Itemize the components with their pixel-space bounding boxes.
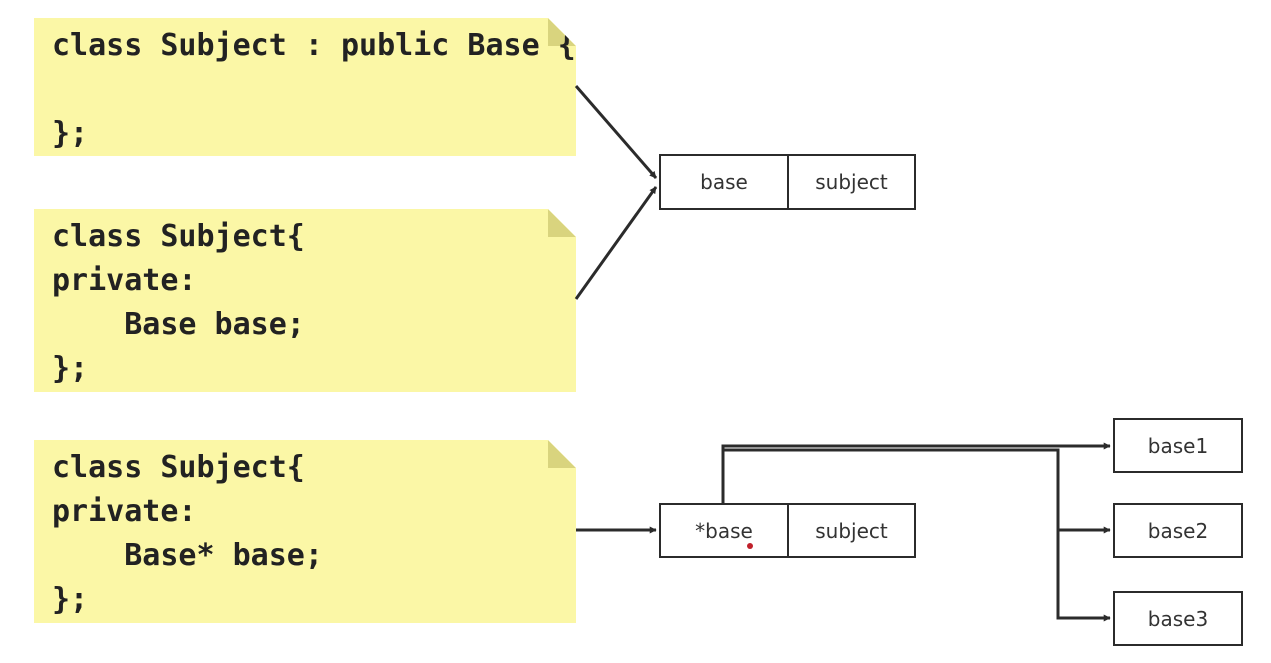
code-note-inheritance: class Subject : public Base { }; bbox=[34, 18, 576, 156]
code-note-composition: class Subject{ private: Base base; }; bbox=[34, 209, 576, 392]
target-box-base1: base1 bbox=[1113, 418, 1243, 473]
cursor-marker bbox=[747, 543, 753, 549]
arrow-pointer-to-base2 bbox=[723, 448, 1111, 534]
arrow-pointer-to-base3 bbox=[1056, 530, 1111, 622]
arrow-note1-to-layout bbox=[574, 85, 658, 179]
memory-cell-base: base bbox=[659, 154, 789, 210]
code-note-pointer: class Subject{ private: Base* base; }; bbox=[34, 440, 576, 623]
code-text: class Subject : public Base { }; bbox=[52, 28, 576, 151]
arrow-note2-to-layout bbox=[574, 186, 658, 300]
code-text: class Subject{ private: Base* base; }; bbox=[52, 450, 323, 617]
arrow-pointer-to-base1 bbox=[721, 442, 1111, 503]
memory-cell-subject: subject bbox=[787, 154, 916, 210]
code-text: class Subject{ private: Base base; }; bbox=[52, 219, 305, 386]
target-box-base2: base2 bbox=[1113, 503, 1243, 558]
target-box-base3: base3 bbox=[1113, 591, 1243, 646]
memory-cell-base-pointer: *base bbox=[659, 503, 789, 558]
memory-cell-subject: subject bbox=[787, 503, 916, 558]
